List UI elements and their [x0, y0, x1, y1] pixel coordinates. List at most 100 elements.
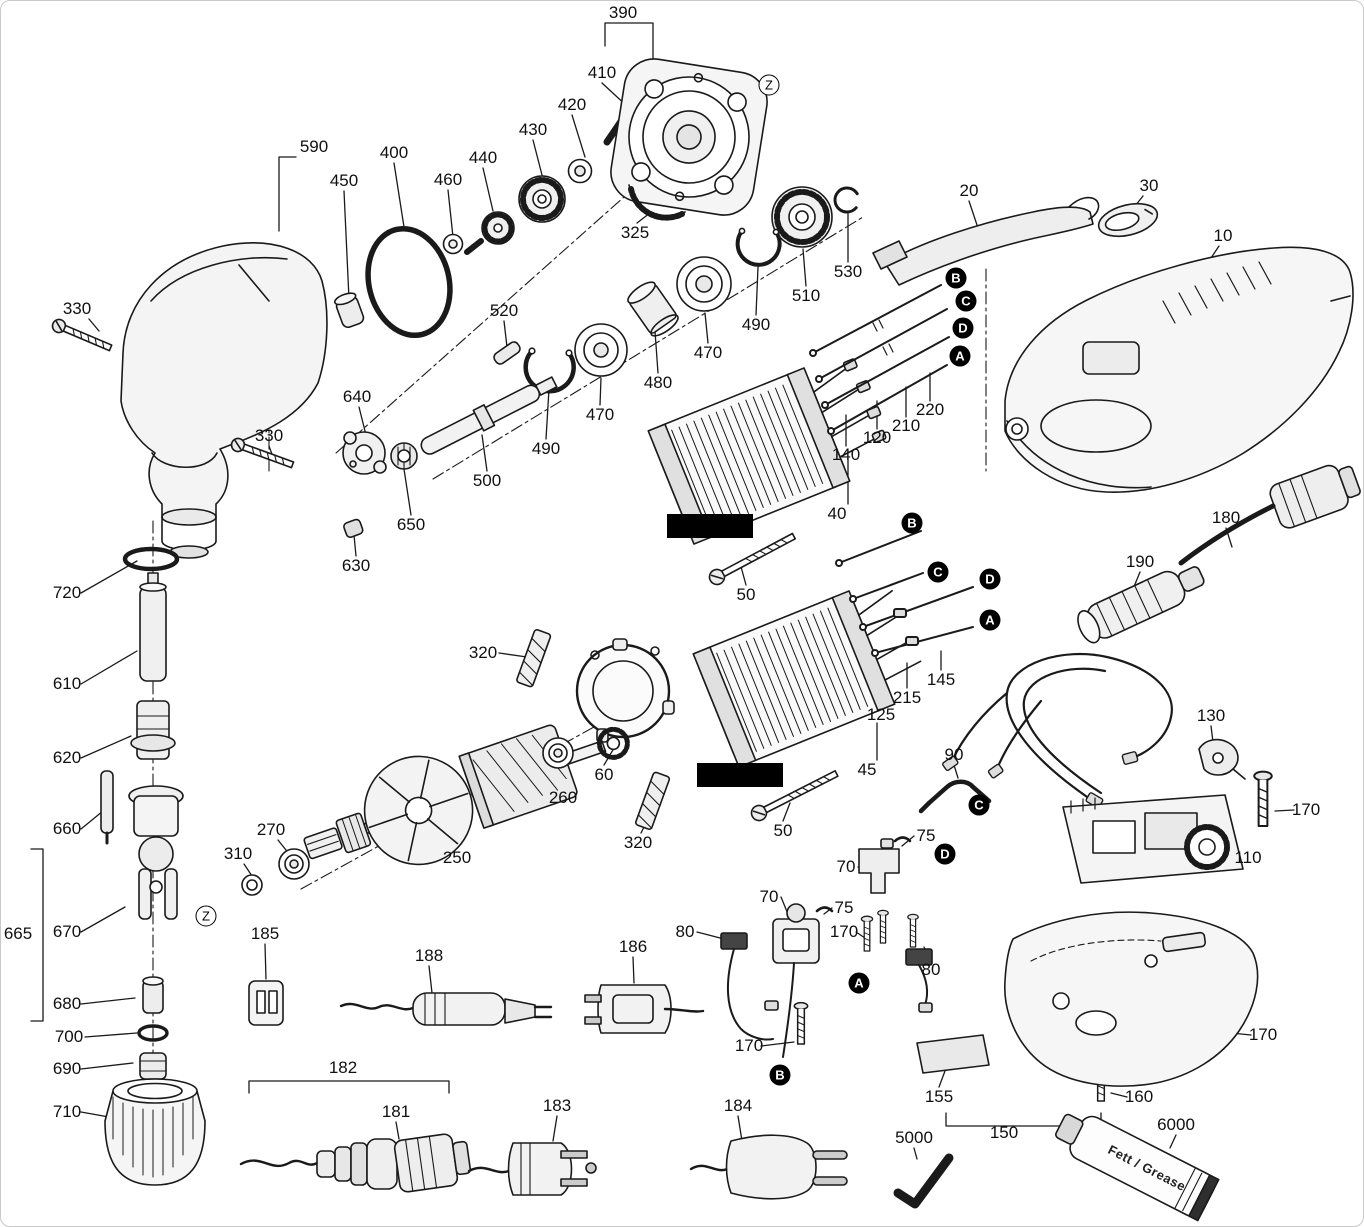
- part-label-80-74: 80: [921, 960, 941, 980]
- part-label-90-65: 90: [944, 745, 964, 765]
- part-label-50-73: 50: [773, 821, 793, 841]
- callout-badge-c-8: C: [968, 794, 990, 816]
- part-label-510-21: 510: [791, 286, 821, 306]
- part-label-188-53: 188: [414, 946, 444, 966]
- callout-badge-c-5: C: [927, 561, 949, 583]
- part-label-6000-81: 6000: [1157, 1115, 1195, 1135]
- part-label-50-32: 50: [736, 585, 756, 605]
- part-label-270-50: 270: [256, 820, 286, 840]
- part-label-120-29: 120: [862, 428, 892, 448]
- cord-188: [339, 992, 553, 1026]
- part-label-215-70: 215: [892, 688, 922, 708]
- plug-184: [689, 1134, 848, 1200]
- field-stator-lower: [692, 590, 922, 768]
- part-label-186-54: 186: [618, 937, 648, 957]
- electronic-module-110: [1062, 794, 1244, 884]
- part-label-690-43: 690: [52, 1059, 82, 1079]
- part-label-410-1: 410: [587, 63, 617, 83]
- part-label-630-13: 630: [341, 556, 371, 576]
- flange-640: [342, 431, 387, 475]
- snap-ring-490-upper: [735, 227, 782, 267]
- screw-170-top-right: [1253, 770, 1273, 827]
- part-label-620-37: 620: [52, 748, 82, 768]
- callout-badge-b-11: B: [769, 1064, 791, 1086]
- angle-head-housing: [120, 242, 328, 559]
- clamp-lever-20: [872, 196, 1100, 286]
- gear-510: [771, 186, 833, 248]
- strain-relief-190: [1077, 566, 1205, 644]
- field-stator-upper: [647, 358, 887, 545]
- cap-630: [343, 518, 364, 538]
- part-label-145-71: 145: [926, 670, 956, 690]
- grease-tube-6000: [1055, 1113, 1220, 1222]
- part-label-110-66: 110: [1234, 848, 1262, 868]
- part-label-190-34: 190: [1125, 552, 1155, 572]
- bushing-680: [142, 976, 164, 1014]
- part-label-640-11: 640: [342, 387, 372, 407]
- foam-pad-155: [916, 1034, 990, 1074]
- part-label-520-18: 520: [489, 301, 519, 321]
- tie-rods-mid: [835, 530, 974, 657]
- part-label-480-17: 480: [643, 373, 673, 393]
- part-label-20-24: 20: [959, 181, 979, 201]
- spring-screw-a: [877, 909, 889, 944]
- part-label-185-52: 185: [250, 924, 280, 944]
- o-ring-700: [137, 1024, 169, 1042]
- part-label-490-15: 490: [531, 439, 561, 459]
- part-label-155-76: 155: [924, 1087, 954, 1107]
- tie-rods-upper: [809, 284, 950, 435]
- part-label-60-47: 60: [594, 765, 614, 785]
- part-label-320-48: 320: [623, 833, 653, 853]
- callout-badge-d-6: D: [979, 568, 1001, 590]
- part-label-320-45: 320: [468, 643, 498, 663]
- carbon-brush-320-lower: [635, 771, 671, 831]
- carbon-brush-320-upper: [516, 628, 552, 688]
- part-label-140-30: 140: [831, 445, 861, 465]
- part-label-130-67: 130: [1196, 706, 1226, 726]
- cord-assembly-180: [1178, 464, 1361, 566]
- part-label-75-61: 75: [916, 826, 936, 846]
- part-label-70-62: 70: [759, 887, 779, 907]
- part-label-490-22: 490: [741, 315, 771, 335]
- collet-nut-710: [104, 1078, 206, 1186]
- terminal-80-left: [720, 932, 779, 1041]
- part-label-182-55: 182: [328, 1058, 358, 1078]
- blacked-out-text-1: [697, 763, 783, 787]
- switch-70-lower: [772, 903, 820, 964]
- brush-holder-ring-60: [575, 638, 675, 743]
- callout-badge-a-3: A: [949, 345, 971, 367]
- part-label-660-38: 660: [52, 819, 82, 839]
- callout-badge-b-4: B: [901, 512, 923, 534]
- o-ring-720: [122, 546, 180, 572]
- nut-690: [139, 1052, 167, 1080]
- part-label-680-41: 680: [52, 994, 82, 1014]
- retaining-ring-530: [833, 186, 861, 214]
- part-label-430-3: 430: [518, 120, 548, 140]
- part-label-470-23: 470: [693, 343, 723, 363]
- clamp-130: [1198, 738, 1246, 780]
- gear-430: [518, 175, 566, 223]
- part-label-665-39: 665: [3, 924, 33, 944]
- switch-bracket-70-upper: [858, 838, 900, 894]
- part-label-180-33: 180: [1211, 508, 1241, 528]
- pin-660: [100, 770, 114, 845]
- callout-badge-a-10: A: [848, 972, 870, 994]
- bearing-470-lower: [574, 323, 628, 377]
- part-label-183-57: 183: [542, 1096, 572, 1116]
- part-label-80-59: 80: [675, 922, 695, 942]
- part-label-170-68: 170: [1291, 800, 1321, 820]
- screw-330-left: [51, 318, 113, 352]
- spring-clip-75-lower: [815, 906, 834, 913]
- spring-clip-75-upper: [893, 836, 912, 843]
- part-label-30-25: 30: [1139, 176, 1159, 196]
- part-label-70-60: 70: [836, 857, 856, 877]
- part-label-250-49: 250: [442, 848, 472, 868]
- part-label-220-27: 220: [915, 400, 945, 420]
- callout-badge-d-2: D: [952, 317, 974, 339]
- spindle-assembly-670: [128, 785, 184, 920]
- bearing-470-upper: [676, 256, 732, 312]
- part-label-400-7: 400: [379, 143, 409, 163]
- part-label-181-56: 181: [381, 1102, 411, 1122]
